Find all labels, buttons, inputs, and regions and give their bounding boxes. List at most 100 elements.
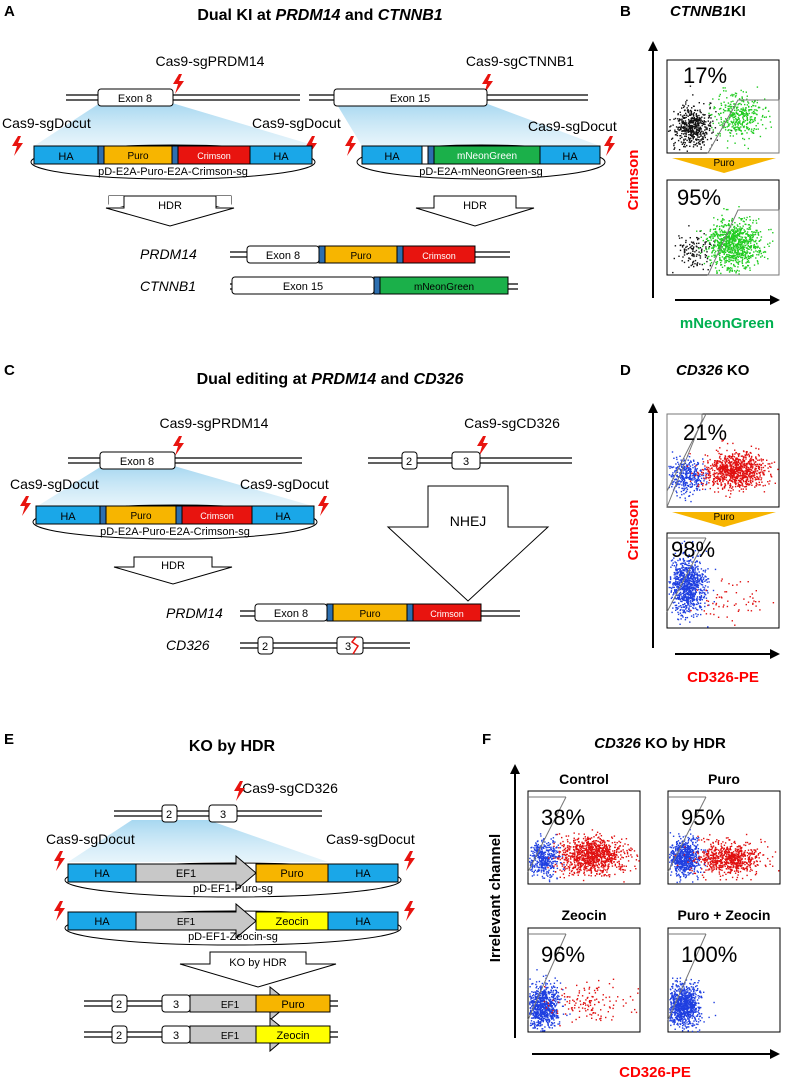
x-axis-label: CD326-PE (687, 669, 759, 686)
sgdocut-label: Cas9-sgDocut (240, 476, 329, 492)
exon3-label: 3 (173, 999, 179, 1011)
panel-e: E KO by HDR Cas9-sgCD326 2 3 Cas9-sgDocu… (4, 731, 415, 1053)
cd326-ko-allele: CD326 2 3 (166, 636, 410, 655)
puro-label: Puro (130, 511, 152, 522)
gene-ctnnb1-label: CTNNB1 (140, 278, 196, 294)
plasmid-puro-crimson: Cas9-sgDocut Cas9-sgDocut HA Puro Crimso… (2, 115, 341, 180)
plasmid-name: pD-E2A-Puro-E2A-Crimson-sg (98, 166, 248, 178)
arrow-label: Puro (713, 158, 735, 169)
flow-plot-top (666, 59, 780, 154)
panel-c: C Dual editing at PRDM14 and CD326 Cas9-… (4, 362, 572, 655)
plasmid-ef1-zeocin: HA EF1 Zeocin HA pD-EF1-Zeocin-sg (54, 901, 415, 946)
panel-d-title: CD326 KO (676, 362, 750, 379)
ef1-label: EF1 (177, 917, 196, 928)
plasmid-name: pD-E2A-mNeonGreen-sg (419, 166, 543, 178)
gate-percentage: 96% (541, 942, 585, 967)
plasmid-ef1-puro: Cas9-sgDocut Cas9-sgDocut HA EF1 Puro HA… (46, 831, 415, 898)
cas9-sgcd326-label: Cas9-sgCD326 (464, 415, 560, 431)
cas9-sgprdm14-label: Cas9-sgPRDM14 (156, 53, 265, 69)
nhej-label: NHEJ (450, 513, 487, 529)
cut-site-icon (12, 136, 23, 156)
ha-label: HA (384, 151, 400, 163)
ko-by-hdr-arrow: KO by HDR (179, 951, 337, 988)
puro-label: Puro (281, 999, 304, 1011)
dot-cloud (672, 206, 774, 275)
prdm14-locus: Cas9-sgPRDM14 Exon 8 (36, 415, 316, 507)
y-axis-label: Crimson (625, 150, 642, 211)
crimson-label: Crimson (197, 151, 231, 161)
exon2-label: 2 (262, 641, 268, 653)
cas9-sgctnnb1-label: Cas9-sgCTNNB1 (466, 53, 574, 69)
sgdocut-label: Cas9-sgDocut (10, 476, 99, 492)
cut-site-icon (20, 496, 31, 516)
ctnnb1-locus: Cas9-sgCTNNB1 Exon 15 (309, 53, 600, 146)
exon8-label: Exon 8 (120, 456, 154, 468)
cas9-sgcd326-label: Cas9-sgCD326 (242, 780, 338, 796)
exon8-label: Exon 8 (266, 250, 300, 262)
panel-d: D CD326 KO Crimson CD326-PE 21% Puro 98% (620, 362, 780, 686)
gate (707, 99, 780, 154)
gate-percentage: 95% (677, 185, 721, 210)
y-axis-label: Irrelevant channel (487, 834, 504, 962)
nhej-arrow: NHEJ (386, 485, 550, 602)
panel-f-title: CD326 KO by HDR (594, 735, 726, 752)
exon8-label: Exon 8 (118, 93, 152, 105)
prdm14-ki-allele: PRDM14 Exon 8 Puro Crimson (166, 603, 520, 622)
cut-site-icon (604, 136, 615, 156)
gate-percentage: 38% (541, 805, 585, 830)
ko-by-hdr-label: KO by HDR (229, 957, 287, 969)
cut-site-icon (54, 901, 65, 921)
panel-a: A Dual KI at PRDM14 and CTNNB1 Cas9-sgPR… (2, 3, 617, 295)
exon15-box (333, 88, 488, 107)
ha-label: HA (355, 868, 371, 880)
cut-site-icon (404, 851, 415, 871)
ha-label: HA (273, 151, 289, 163)
cut-site-icon (54, 851, 65, 871)
cut-site-icon (404, 901, 415, 921)
panel-e-title: KO by HDR (189, 738, 276, 755)
puro-label: Puro (280, 868, 303, 880)
hdr-arrow: HDR (105, 195, 235, 227)
exon3-label: 3 (463, 456, 469, 468)
ko-allele-puro: 2 3 EF1 Puro (84, 985, 338, 1022)
cas9-sgprdm14-label: Cas9-sgPRDM14 (160, 415, 269, 431)
plasmid-name: pD-EF1-Zeocin-sg (188, 931, 278, 943)
panel-c-title: Dual editing at PRDM14 and CD326 (197, 371, 464, 388)
ha-label: HA (58, 151, 74, 163)
gate-percentage: 17% (683, 63, 727, 88)
puro-label: Puro (350, 251, 372, 262)
hdr-arrow: HDR (415, 195, 535, 227)
dot-cloud (668, 85, 772, 152)
crimson-label: Crimson (200, 511, 234, 521)
zeocin-label: Zeocin (276, 1030, 309, 1042)
ef1-label: EF1 (176, 868, 196, 880)
dot-cloud (669, 829, 780, 884)
gene-prdm14-label: PRDM14 (140, 246, 197, 262)
plasmid-name: pD-EF1-Puro-sg (193, 883, 273, 895)
exon3-label: 3 (345, 641, 351, 653)
ef1-label: EF1 (221, 1000, 240, 1011)
cut-site-icon (345, 136, 356, 156)
ha-label: HA (355, 916, 371, 928)
plasmid-name: pD-E2A-Puro-E2A-Crimson-sg (100, 526, 250, 538)
dot-cloud (529, 969, 639, 1032)
exon2-label: 2 (406, 456, 412, 468)
hdr-label: HDR (158, 200, 182, 212)
panel-f-letter: F (482, 731, 491, 748)
sgdocut-label: Cas9-sgDocut (46, 831, 135, 847)
prdm14-locus: Cas9-sgPRDM14 Exon 8 (34, 53, 316, 146)
x-axis-label: mNeonGreen (680, 315, 774, 332)
sgdocut-label: Cas9-sgDocut (326, 831, 415, 847)
flow-plot-puro-zeocin: Puro + Zeocin 100% (667, 907, 781, 1033)
panel-b-title: CTNNB1KI (670, 3, 746, 20)
flow-plot-puro: Puro 95% (667, 771, 781, 885)
x-axis-label: CD326-PE (619, 1064, 691, 1081)
crimson-label: Crimson (430, 609, 464, 619)
gate-percentage: 98% (671, 537, 715, 562)
hdr-label: HDR (161, 560, 185, 572)
prdm14-ki-allele: PRDM14 Exon 8 Puro Crimson (140, 245, 510, 264)
plot-title: Puro (708, 771, 740, 787)
indel-mark (350, 636, 360, 655)
cd326-locus: Cas9-sgCD326 2 3 (368, 415, 572, 470)
ctnnb1-ki-allele: CTNNB1 Exon 15 mNeonGreen (140, 276, 518, 295)
